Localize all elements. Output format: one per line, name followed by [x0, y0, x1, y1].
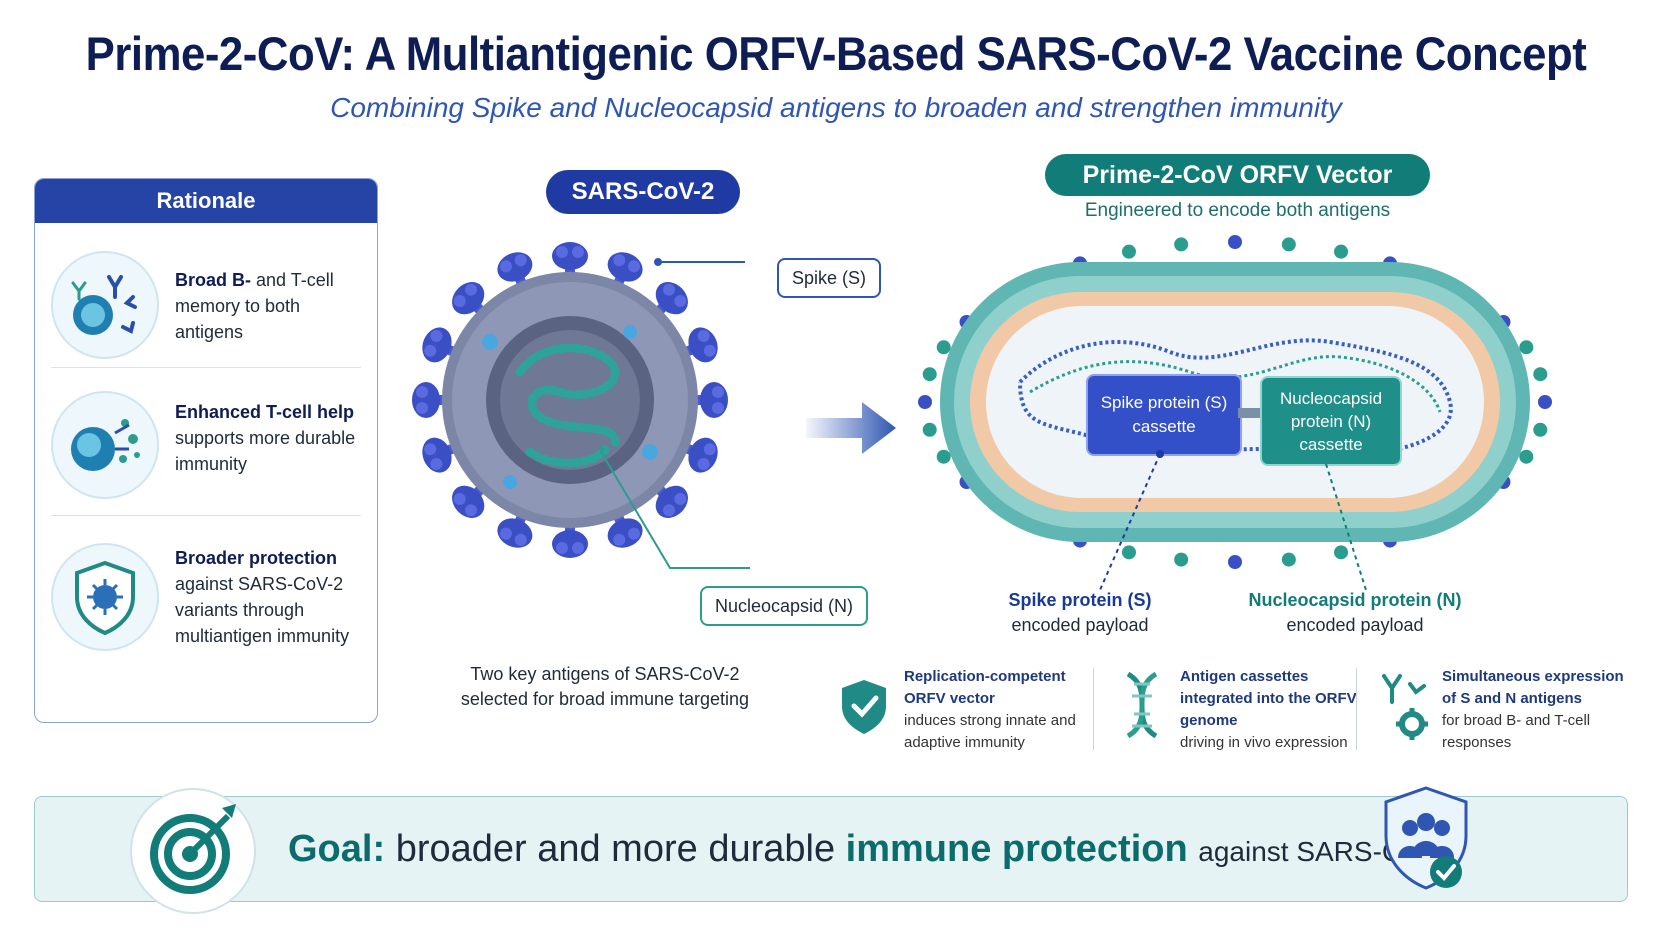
- surface-protein-icon: [1538, 395, 1552, 409]
- cassette-link: [1238, 408, 1260, 418]
- feature-title: Simultaneous expression of S and N antig…: [1442, 668, 1624, 707]
- callout-lines: [600, 258, 750, 569]
- surface-protein-icon: [922, 367, 937, 382]
- rationale-item-bold: Enhanced T-cell help: [175, 402, 355, 422]
- surface-protein-icon: [1533, 422, 1548, 437]
- surface-protein-icon: [922, 422, 937, 437]
- rationale-item-bold: Broad B-: [175, 270, 251, 290]
- virus-illustration: [412, 242, 728, 558]
- surface-protein-icon: [1174, 552, 1189, 567]
- n-cassette-label: Nucleocapsid protein (N) cassette: [1279, 388, 1383, 454]
- surface-protein-icon: [1121, 545, 1136, 560]
- feature-item: Simultaneous expression of S and N antig…: [1442, 666, 1632, 754]
- spike-protein-icon: [675, 437, 718, 473]
- rationale-item-bold: Broader protection: [175, 548, 338, 568]
- feature-title: Replication-competent ORFV vector: [904, 668, 1066, 707]
- n-payload-title: Nucleocapsid protein (N): [1248, 590, 1462, 610]
- feature-item: Replication-competent ORFV vector induce…: [904, 666, 1084, 754]
- t-cell-icon: [51, 391, 159, 499]
- rationale-item: Enhanced T-cell help supports more durab…: [35, 375, 377, 515]
- virus-shield-icon: [51, 543, 159, 651]
- rationale-heading: Rationale: [35, 179, 377, 223]
- n-payload: Nucleocapsid protein (N) encoded payload: [1240, 588, 1470, 638]
- shield-check-icon: [836, 676, 892, 736]
- surface-protein-icon: [936, 449, 951, 464]
- rationale-item-text: against SARS-CoV-2 variants through mult…: [175, 574, 350, 646]
- surface-protein-icon: [1519, 449, 1534, 464]
- page-subtitle: Combining Spike and Nucleocapsid antigen…: [330, 92, 1342, 123]
- divider: [51, 515, 361, 516]
- antibody-cell-icon: [51, 251, 159, 359]
- surface-protein-icon: [1228, 555, 1242, 569]
- rationale-item: Broad B- and T-cell memory to both antig…: [35, 239, 377, 359]
- rationale-item: Broader protection against SARS-CoV-2 va…: [35, 523, 377, 683]
- payload-lines: [1099, 450, 1367, 591]
- rationale-item-text: supports more durable immunity: [175, 428, 356, 474]
- goal-label: Goal:: [288, 828, 386, 870]
- rationale-panel: Rationale Broad B- and T-cell memory to …: [34, 178, 378, 723]
- divider: [51, 367, 361, 368]
- feature-title: Antigen cassettes integrated into the OR…: [1180, 668, 1357, 729]
- orfv-vector-label: Prime-2-CoV ORFV Vector: [1045, 154, 1430, 196]
- spike-callout: Spike (S): [777, 258, 881, 298]
- goal-banner: [34, 796, 1628, 902]
- spike-payload-title: Spike protein (S): [1008, 590, 1152, 610]
- surface-protein-icon: [1281, 237, 1296, 252]
- feature-sub: induces strong innate and adaptive immun…: [904, 712, 1076, 751]
- spike-cassette-label: Spike protein (S) cassette: [1100, 393, 1228, 436]
- antibody-gear-icon: [1374, 670, 1432, 744]
- surface-protein-icon: [1228, 235, 1242, 249]
- nucleocapsid-callout: Nucleocapsid (N): [700, 586, 868, 626]
- surface-protein-icon: [1281, 552, 1296, 567]
- divider: [1356, 668, 1357, 750]
- virus-caption: Two key antigens of SARS-CoV-2 selected …: [460, 664, 750, 709]
- surface-protein-icon: [1174, 237, 1189, 252]
- spike-cassette: Spike protein (S) cassette: [1086, 374, 1242, 456]
- surface-protein-icon: [1121, 244, 1136, 259]
- divider: [1093, 668, 1094, 750]
- rationale-item-text: and T-cell memory to both antigens: [175, 270, 334, 342]
- feature-item: Antigen cassettes integrated into the OR…: [1180, 666, 1360, 754]
- surface-protein-icon: [1334, 244, 1349, 259]
- sars-cov2-label: SARS-CoV-2: [546, 170, 740, 214]
- orfv-vector-sublabel: Engineered to encode both antigens: [1084, 200, 1391, 221]
- surface-protein-icon: [1533, 367, 1548, 382]
- people-shield-icon: [1380, 784, 1472, 894]
- spike-payload-sub: encoded payload: [1011, 615, 1149, 635]
- dna-icon: [1118, 670, 1166, 740]
- spike-protein-icon: [675, 327, 718, 363]
- n-payload-sub: encoded payload: [1286, 615, 1424, 635]
- feature-sub: for broad B- and T-cell responses: [1442, 712, 1591, 751]
- target-icon: [130, 788, 256, 914]
- goal-emphasis: immune protection: [845, 828, 1188, 870]
- goal-text-1: broader and more durable: [395, 828, 836, 870]
- spike-payload: Spike protein (S) encoded payload: [985, 588, 1175, 638]
- page-title: Prime-2-CoV: A Multiantigenic ORFV-Based…: [85, 27, 1587, 80]
- goal-statement: Goal: broader and more durable immune pr…: [288, 828, 1460, 871]
- feature-sub: driving in vivo expression: [1180, 734, 1348, 751]
- surface-protein-icon: [1519, 340, 1534, 355]
- surface-protein-icon: [918, 395, 932, 409]
- surface-protein-icon: [936, 340, 951, 355]
- n-cassette: Nucleocapsid protein (N) cassette: [1260, 376, 1402, 466]
- arrow-right-icon: [806, 402, 896, 454]
- surface-protein-icon: [1334, 545, 1349, 560]
